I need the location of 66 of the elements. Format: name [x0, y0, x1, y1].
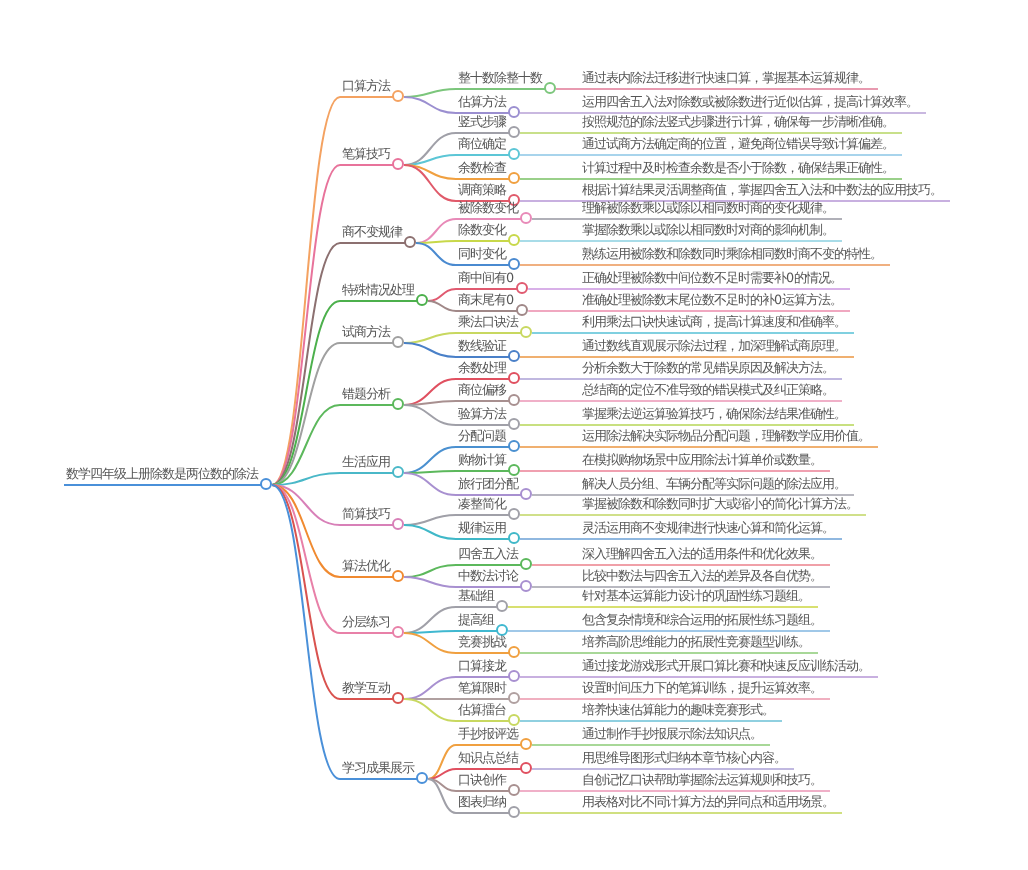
connector-line — [531, 564, 581, 566]
connector-line — [271, 404, 341, 486]
connector-line — [519, 676, 581, 678]
connector-line — [519, 356, 581, 358]
connector-line — [271, 484, 341, 700]
connector-line — [403, 632, 457, 654]
connector-line — [519, 378, 581, 380]
connector-line — [519, 132, 581, 134]
connector-line — [519, 424, 581, 426]
connector-line — [271, 242, 341, 486]
connector-line — [403, 576, 457, 588]
connector-line — [271, 484, 341, 526]
connector-line — [531, 218, 581, 220]
connector-line — [403, 96, 457, 114]
connector-line — [415, 242, 457, 266]
connector-line — [531, 744, 581, 746]
connector-line — [519, 470, 581, 472]
connector-line — [427, 778, 457, 814]
connector-line — [519, 400, 581, 402]
connector-line — [403, 132, 457, 166]
connector-line — [519, 446, 581, 448]
connector-line — [403, 378, 457, 406]
connector-line — [427, 288, 457, 302]
connector-line — [427, 768, 457, 780]
connector-line — [519, 178, 581, 180]
connector-line — [403, 446, 457, 474]
connector-line — [519, 264, 581, 266]
connector-line — [403, 698, 457, 722]
connector-line — [519, 698, 581, 700]
connector-line — [519, 720, 581, 722]
connector-line — [527, 288, 581, 290]
connector-line — [527, 310, 581, 312]
connector-line — [555, 88, 581, 90]
connector-line — [519, 240, 581, 242]
connector-line — [507, 630, 581, 632]
connector-line — [531, 768, 581, 770]
connector-line — [271, 484, 341, 578]
connector-line — [415, 218, 457, 244]
connector-line — [403, 342, 457, 358]
connector-line — [271, 342, 341, 486]
connector-line — [427, 744, 457, 780]
connector-line — [427, 300, 457, 312]
connector-line — [403, 524, 457, 540]
connector-line — [427, 778, 457, 792]
connector-line — [519, 200, 581, 202]
connector-line — [531, 332, 581, 334]
connector-line — [519, 538, 581, 540]
connector-line — [519, 790, 581, 792]
connector-line — [507, 606, 581, 608]
connector-line — [519, 812, 581, 814]
connector-line — [531, 494, 581, 496]
connector-line — [403, 164, 457, 180]
connector-line — [403, 404, 457, 426]
connector-line — [271, 484, 341, 634]
connector-line — [271, 484, 341, 780]
connector-line — [271, 164, 341, 486]
connector-line — [271, 96, 341, 486]
connector-line — [531, 586, 581, 588]
connector-line — [519, 154, 581, 156]
connector-line — [403, 606, 457, 634]
connector-line — [403, 472, 457, 496]
connector-line — [519, 514, 581, 516]
connector-line — [415, 240, 457, 244]
connector-line — [519, 112, 581, 114]
connector-line — [403, 164, 457, 202]
connector-line — [519, 652, 581, 654]
